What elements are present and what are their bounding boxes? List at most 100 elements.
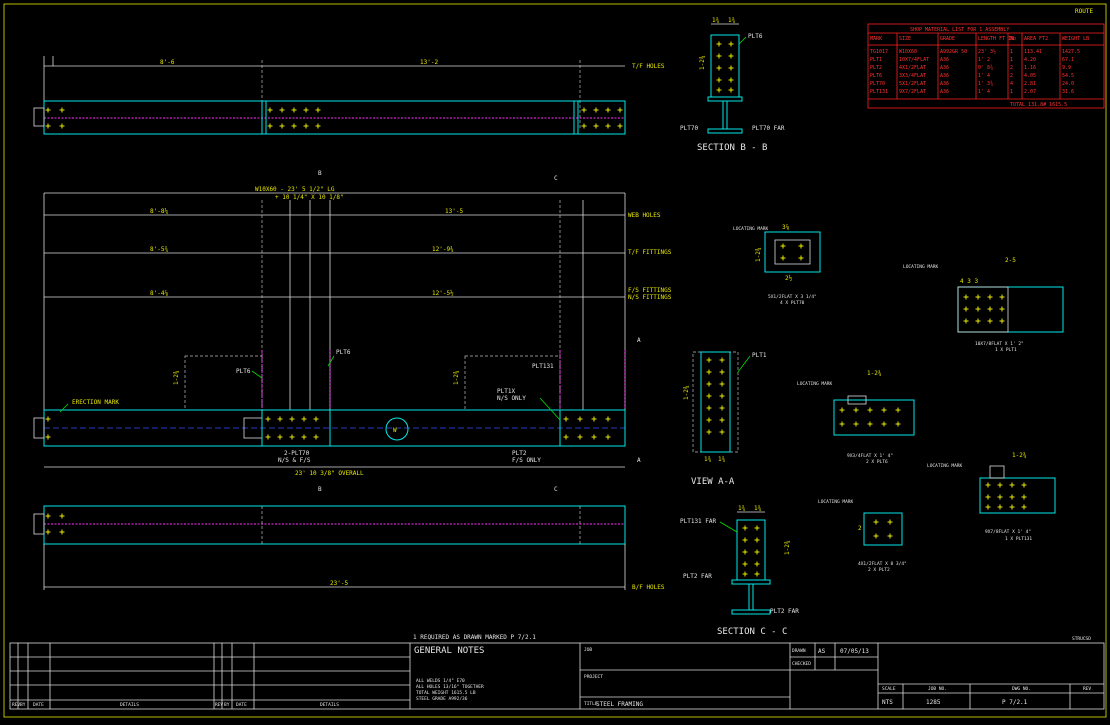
d4-top-dim: 1-2¾ [1012, 452, 1027, 459]
section-c-bot: C [554, 486, 558, 493]
shop-cell: 24.0 [1062, 81, 1074, 87]
shop-cell: 3X3/4FLAT [899, 73, 926, 79]
bb-plt6: PLT6 [748, 33, 763, 40]
d1-bot-dim: 2½ [785, 275, 793, 282]
rev-h-by-2: BY [224, 702, 230, 708]
shop-cell: 4X1/2FLAT [899, 65, 926, 71]
drawn-label: DRAWN [792, 648, 806, 654]
shop-cell: PLT6 [870, 73, 882, 79]
bb-dim-b: 1¾ [728, 17, 736, 24]
row-ns-label: N/S FITTINGS [628, 294, 672, 301]
row-web-left: 8'-8¼ [150, 208, 168, 215]
cc-plt2-far-l: PLT2 FAR [683, 573, 712, 580]
shop-cell: 9X7/2FLAT [899, 89, 926, 95]
col-no: No [1010, 36, 1016, 42]
note-4: STEEL GRADE A992/36 [416, 696, 468, 702]
d4-locating: LOCATING MARK [927, 463, 963, 469]
col-weight: WEIGHT LB [1062, 36, 1089, 42]
shop-cell: 2.07 [1024, 89, 1036, 95]
section-b-bot: B [318, 486, 322, 493]
shop-cell: 23' 3½ [978, 48, 996, 55]
col-size: SIZE [899, 36, 911, 42]
drawn-value: AS [818, 648, 826, 655]
shop-cell: 2 [1010, 65, 1013, 71]
plt1x: PLT1X [497, 388, 515, 395]
erection-circle-label: W [393, 427, 397, 434]
row-tf-left: 8'-5¾ [150, 246, 168, 253]
shop-cell: TG1017 [870, 49, 888, 55]
d1-top-dim: 3⅞ [782, 224, 790, 231]
scale-label: SCALE [882, 686, 896, 692]
dwg-no-label: DWG NO. [1012, 686, 1031, 692]
shop-cell: 9.9 [1062, 65, 1071, 71]
d4-cap2: 1 X PLT131 [1005, 536, 1032, 542]
d5-side-dim: 2 [858, 525, 862, 532]
shop-cell: 67.1 [1062, 57, 1074, 63]
bb-title: SECTION B - B [697, 143, 767, 153]
section-b-top: B [318, 170, 322, 177]
col-grade: GRADE [940, 36, 955, 42]
section-cc: 1¾ 1¾ 1-2¾ PLT131 FAR PLT2 FAR PLT2 FAR … [680, 505, 799, 637]
top-view-label: T/F HOLES [632, 63, 665, 70]
rev-h-rev: REV [12, 702, 20, 708]
row-web-label: WEB HOLES [628, 212, 661, 219]
fs-only: F/S ONLY [512, 457, 541, 464]
aa-title: VIEW A-A [691, 477, 735, 487]
cc-plt131-far: PLT131 FAR [680, 518, 717, 525]
detail-plt2: LOCATING MARK 2 4X1/2FLAT X 8 3/4" 2 X P… [818, 499, 907, 573]
bottom-view-label: B/F HOLES [632, 584, 665, 591]
cc-dim-a: 1¾ [738, 505, 746, 512]
row-tf-right: 12'-9¾ [432, 246, 454, 253]
plt6-left: PLT6 [236, 368, 251, 375]
shop-cell: 0' 8¾ [978, 65, 993, 71]
cc-title: SECTION C - C [717, 627, 787, 637]
section-bb: 1¾ 1¾ 1-2¾ PLT6 PLT70 PLT70 FAR SECTION … [680, 17, 785, 153]
rev-label: REV [1083, 686, 1091, 692]
d5-locating: LOCATING MARK [818, 499, 854, 505]
aa-dim-b: 1¾ [718, 456, 726, 463]
d3-cap1: 9X3/4FLAT X 1' 4" [847, 453, 893, 459]
d2-locating: LOCATING MARK [903, 264, 939, 270]
plt2: PLT2 [512, 450, 527, 457]
shop-material-list: SHOP MATERIAL LIST FOR 1 ASSEMBLY MARK S… [867, 23, 1105, 109]
cc-plt2-far-r: PLT2 FAR [770, 608, 799, 615]
shop-cell: 1' 2 [978, 57, 990, 63]
main-elevation: W10X60 - 23' 5 1/2" LG + 10 1/4" X 10 1/… [33, 170, 672, 493]
aa-dim-a: 1¾ [704, 456, 712, 463]
shop-cell: PLT70 [870, 81, 885, 87]
title-value: STEEL FRAMING [596, 701, 643, 708]
shop-cell: 2 [1010, 73, 1013, 79]
cc-dim-b: 1¾ [754, 505, 762, 512]
row-fs-label: F/S FITTINGS [628, 287, 672, 294]
corner-ref: STRUCSD [1072, 636, 1091, 642]
detail-plt1: LOCATING MARK 2-5 4 3 3 10X7/8FLAT X 1' … [903, 257, 1064, 353]
d1-side-dim: 1-2¾ [755, 247, 762, 262]
row-fs-right: 12'-5½ [432, 290, 454, 297]
shop-cell: 1' 4 [978, 89, 990, 95]
job-label: JOB [584, 647, 592, 653]
bottom-view: 23'-5 B/F HOLES [33, 505, 665, 591]
job-no-label: JOB NO. [928, 686, 947, 692]
row-fs-left: 8'-4⅞ [150, 290, 168, 297]
d2-cap2: 1 X PLT1 [995, 347, 1017, 353]
detail-plt6: LOCATING MARK 1-2¾ 9X3/4FLAT X 1' 4" 2 X… [797, 370, 915, 465]
checked-label: CHECKED [792, 661, 811, 667]
col-area: AREA FT2 [1024, 36, 1048, 42]
shop-cell: 31.6 [1062, 89, 1074, 95]
dwg-no-value: P 7/2.1 [1002, 699, 1028, 706]
shop-cell: PLT131 [870, 89, 888, 95]
member-title: W10X60 - 23' 5 1/2" LG [255, 186, 335, 193]
shop-cell: 5X1/2FLAT [899, 81, 926, 87]
note-3: TOTAL WEIGHT 1615.5 LB [416, 690, 476, 696]
rev-h-details: DETAILS [120, 702, 139, 708]
shop-list-title: SHOP MATERIAL LIST FOR 1 ASSEMBLY [910, 27, 1009, 33]
vdim-left: 1-2¾ [173, 370, 180, 385]
shop-cell: 1 [1010, 89, 1013, 95]
col-length: LENGTH FT IN [978, 36, 1014, 42]
shop-cell: 2.81 [1024, 81, 1036, 87]
rev-h-date-2: DATE [236, 702, 247, 708]
shop-cell: W10X60 [899, 49, 917, 55]
